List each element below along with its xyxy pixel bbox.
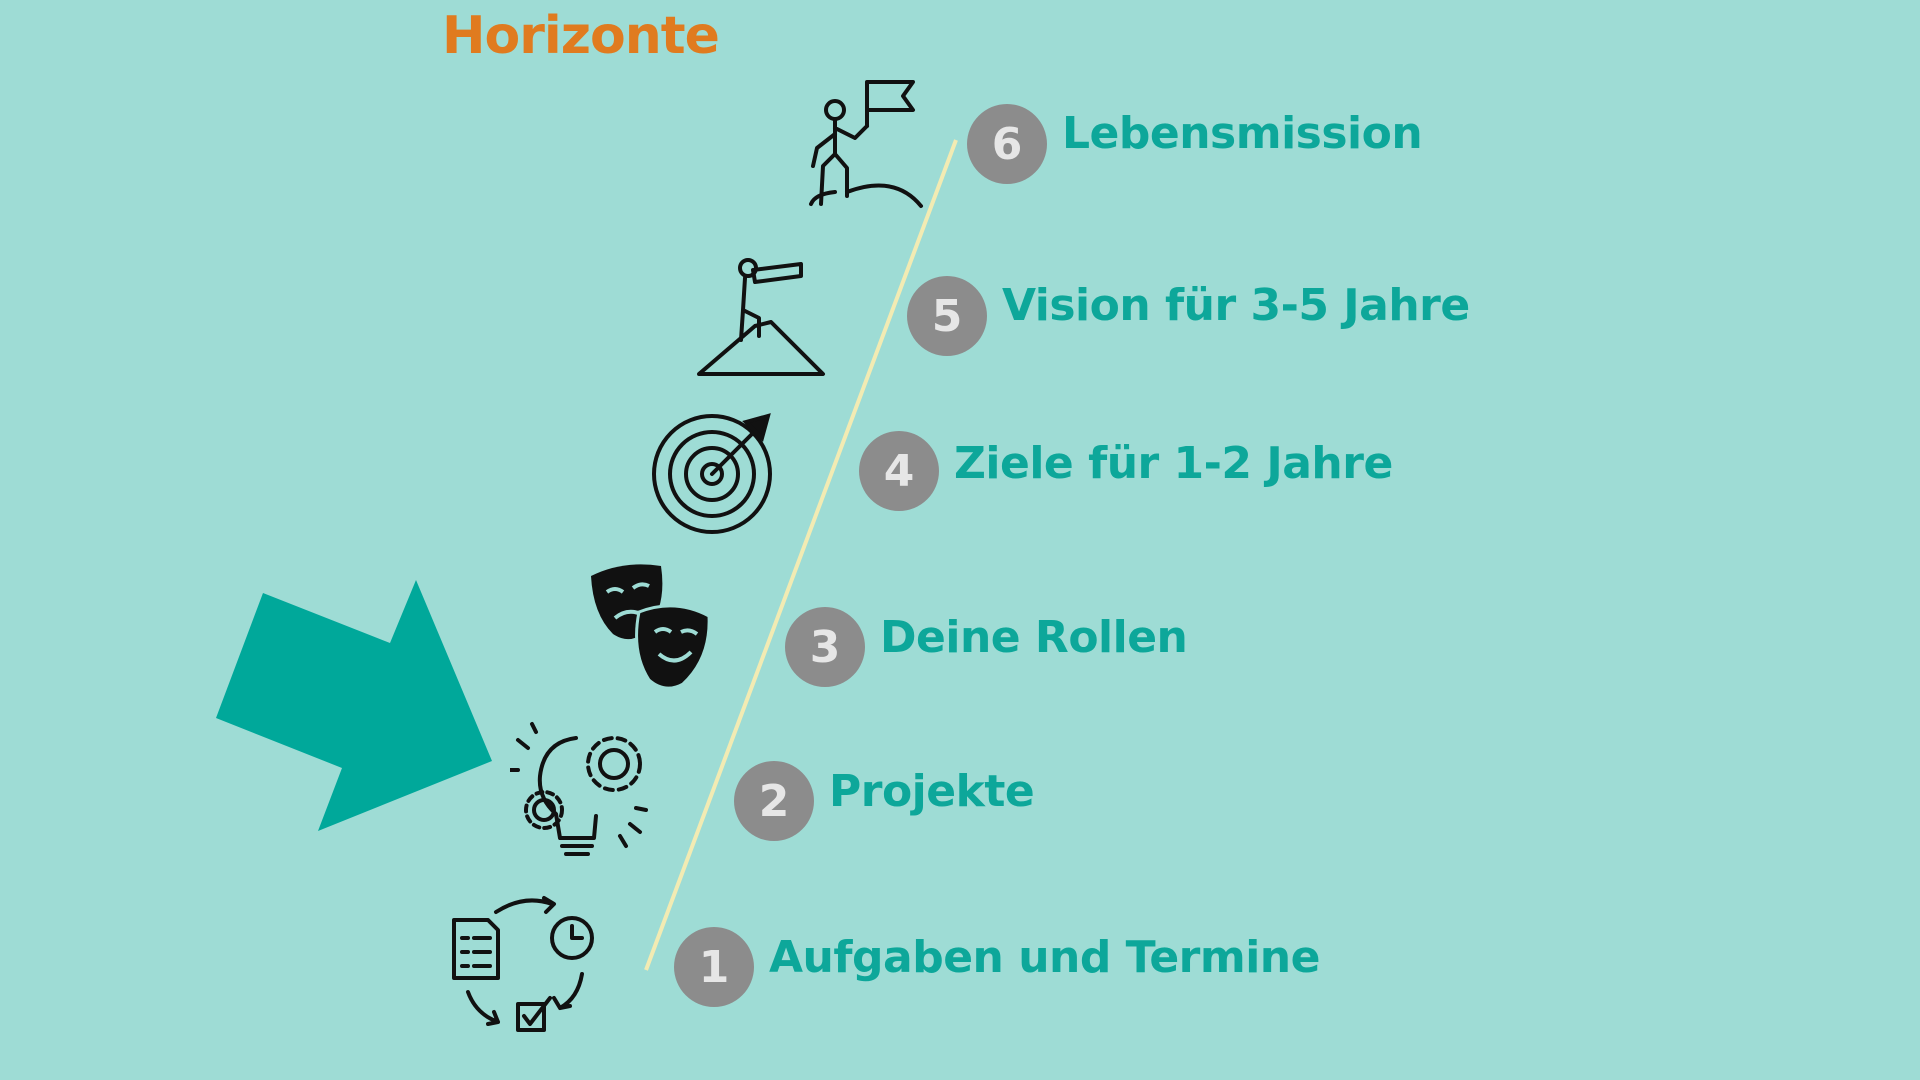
theater-masks-icon bbox=[591, 564, 711, 690]
level-2-badge: 2 bbox=[734, 761, 814, 841]
diagram-title: Horizonte bbox=[442, 6, 720, 66]
target-icon bbox=[652, 413, 772, 534]
level-3-badge: 3 bbox=[785, 607, 865, 687]
telescope-person-icon bbox=[697, 258, 825, 376]
level-3-label: Deine Rollen bbox=[880, 612, 1188, 663]
level-4-label: Ziele für 1-2 Jahre bbox=[954, 438, 1393, 489]
level-5-label: Vision für 3-5 Jahre bbox=[1002, 280, 1470, 331]
level-2-label: Projekte bbox=[829, 766, 1035, 817]
tasks-cycle-icon bbox=[452, 896, 594, 1032]
big-arrow-icon bbox=[216, 580, 492, 831]
level-1-label: Aufgaben und Termine bbox=[769, 932, 1320, 983]
level-6-label: Lebensmission bbox=[1062, 108, 1423, 159]
level-4-badge: 4 bbox=[859, 431, 939, 511]
level-5-badge: 5 bbox=[907, 276, 987, 356]
level-6-badge: 6 bbox=[967, 104, 1047, 184]
summit-flag-icon bbox=[809, 80, 923, 208]
level-1-badge: 1 bbox=[674, 927, 754, 1007]
lightbulb-gears-icon bbox=[510, 722, 648, 856]
